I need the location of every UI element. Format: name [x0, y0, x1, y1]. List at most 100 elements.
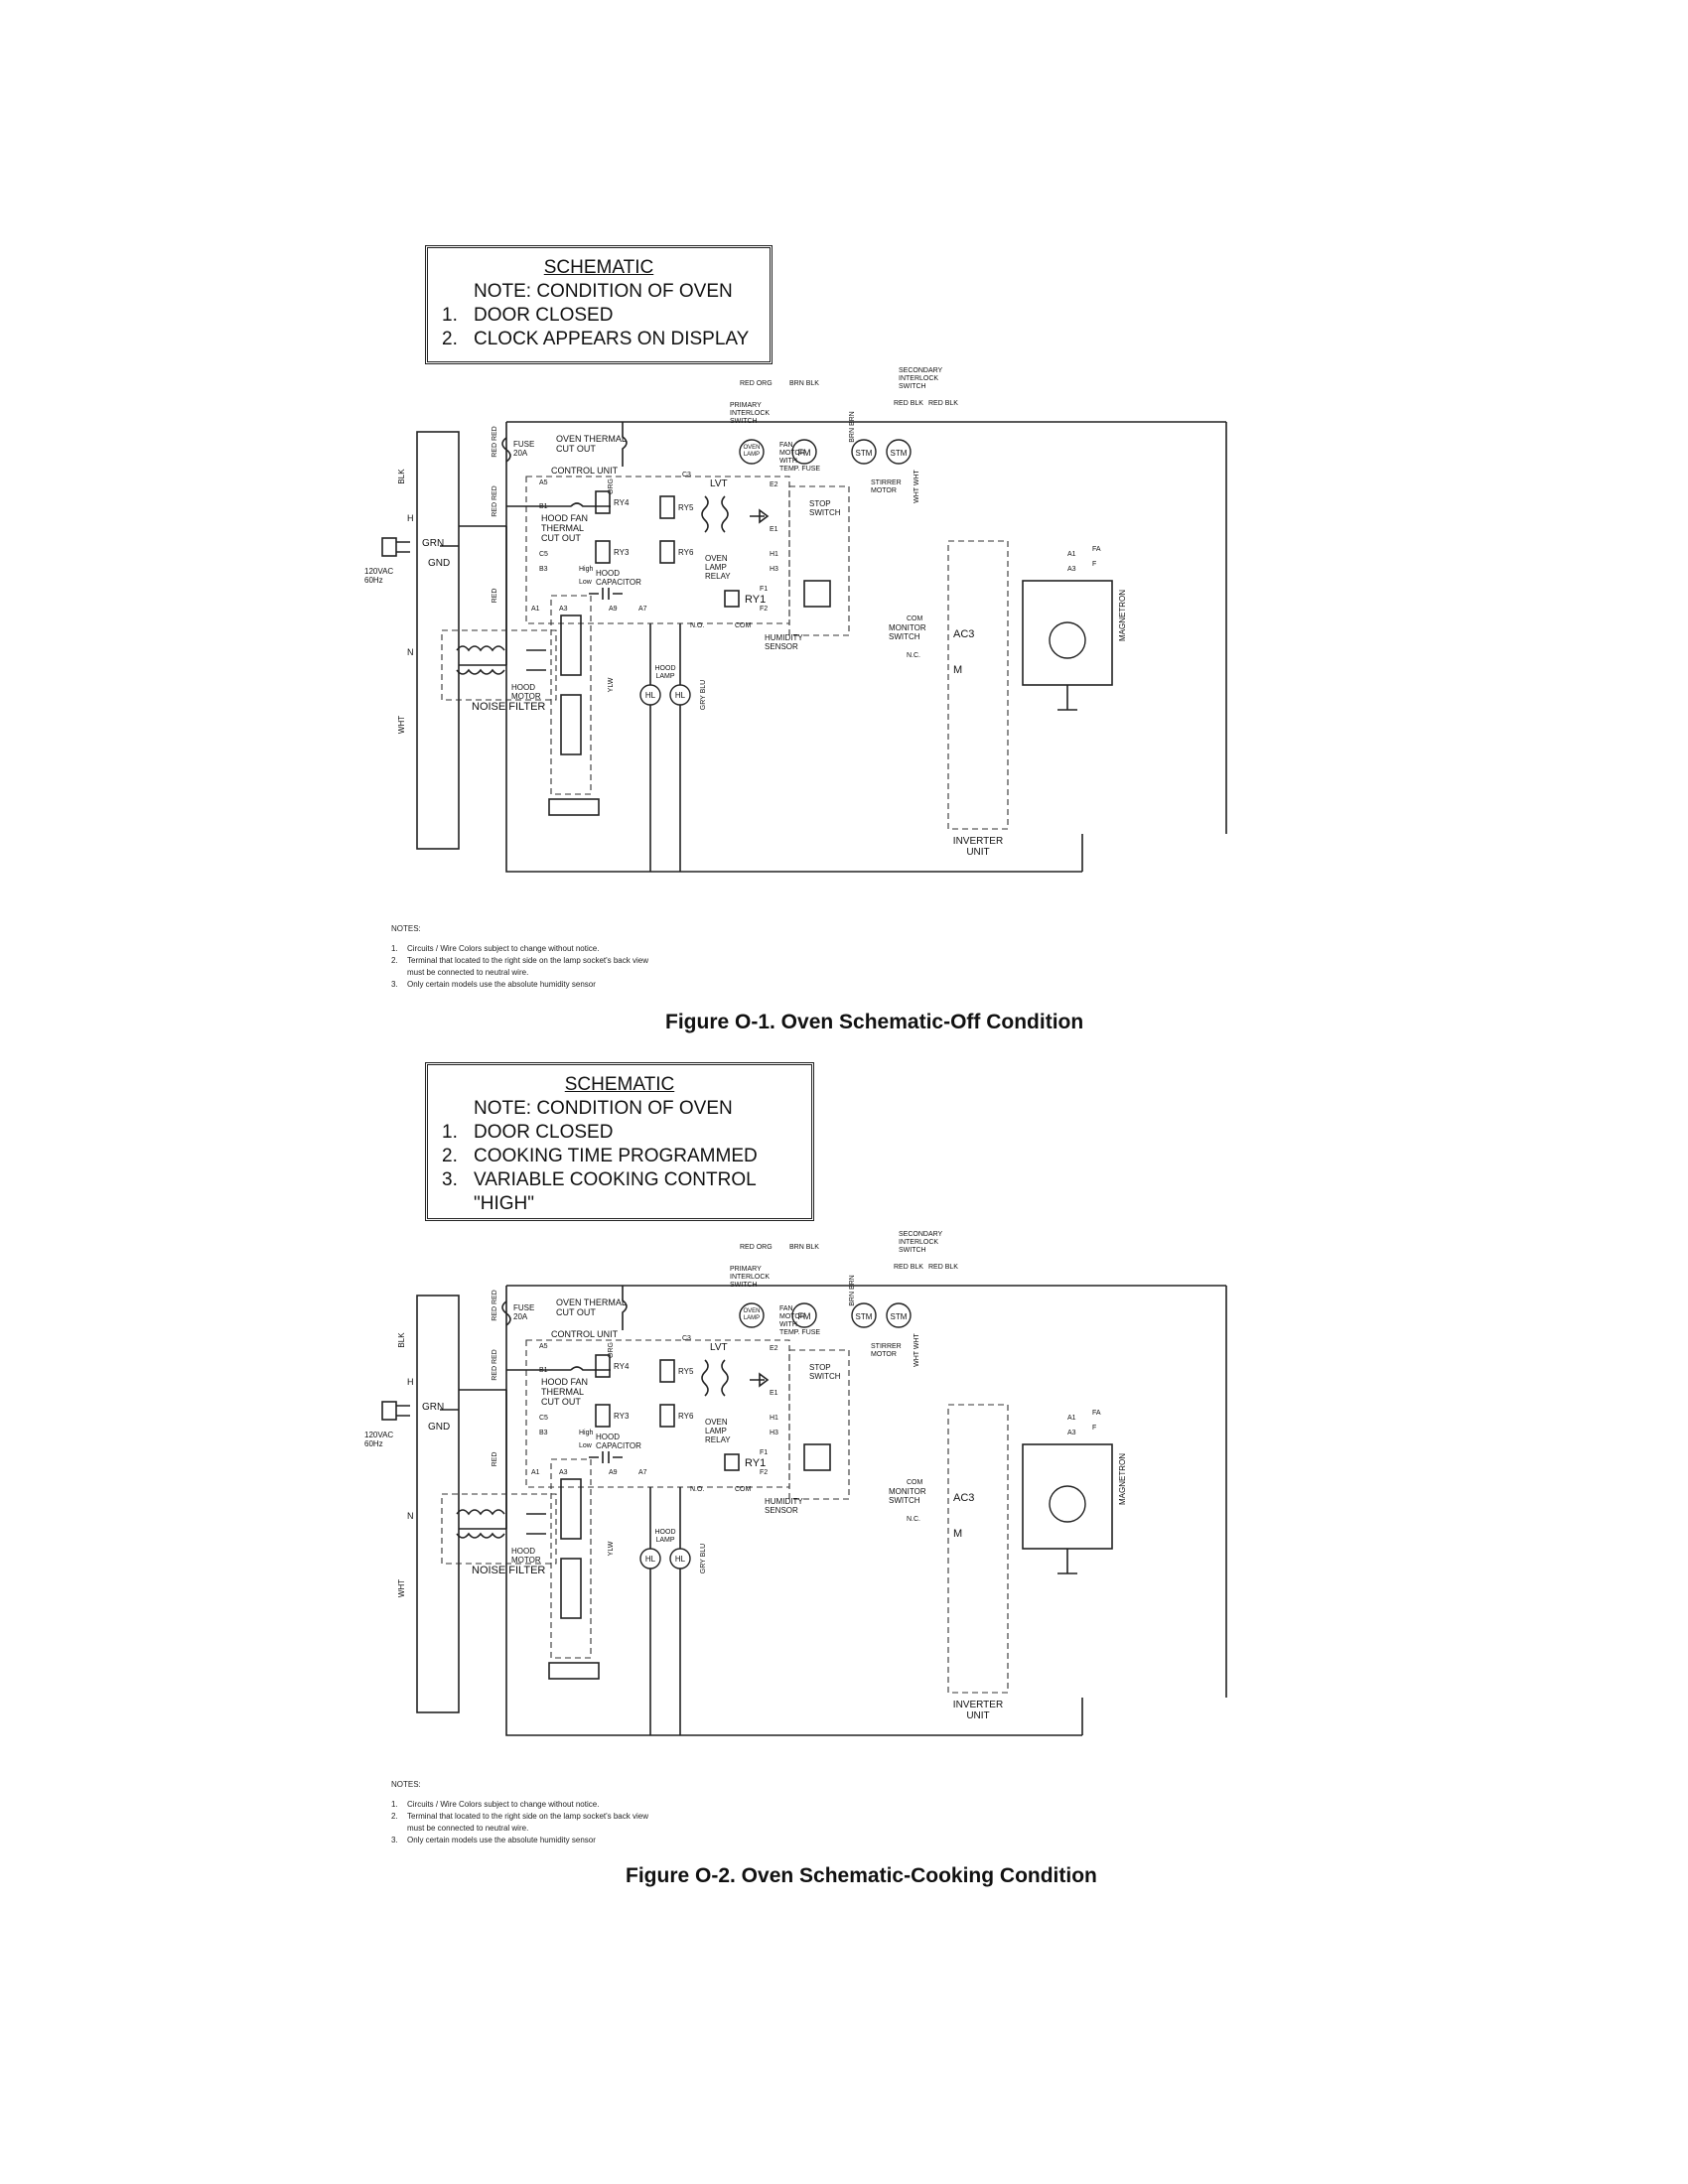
motor-winding — [560, 1478, 582, 1540]
schematic-note-box: SCHEMATIC NOTE: CONDITION OF OVEN 1.DOOR… — [425, 1062, 814, 1221]
terminal-label: F2 — [760, 1469, 768, 1476]
terminal-block — [548, 798, 600, 816]
figure-caption: Figure O-2. Oven Schematic-Cooking Condi… — [626, 1864, 1097, 1887]
hl-label: HL — [645, 691, 656, 700]
noise-filter-box — [441, 1493, 557, 1565]
terminal-label: FA — [1092, 1410, 1101, 1417]
hood-motor-label: HOOD — [511, 1547, 535, 1556]
fan-motor-label: FAN — [779, 442, 793, 449]
blk-label: BLK — [397, 469, 406, 484]
m-label: M — [953, 1528, 962, 1540]
plug-icon — [381, 1401, 397, 1421]
grn-label: GRN — [422, 538, 444, 549]
hl-label: HL — [675, 691, 686, 700]
wht-label: WHT — [397, 1579, 406, 1597]
note-item: 2.Terminal that located to the right sid… — [391, 1812, 648, 1821]
red-label: RED — [492, 589, 498, 604]
fan-motor-label: MOTOR — [779, 450, 805, 457]
m-label: M — [953, 664, 962, 676]
notes: NOTES: 1.Circuits / Wire Colors subject … — [391, 1779, 648, 1846]
inductor-symbol — [456, 1532, 505, 1539]
plug-label: 60Hz — [364, 1439, 383, 1448]
terminal-label: H1 — [770, 551, 778, 558]
fan-motor-label: TEMP. FUSE — [779, 1329, 820, 1336]
notes-heading: NOTES: — [391, 1780, 421, 1789]
note-item: 1.Circuits / Wire Colors subject to chan… — [391, 1800, 600, 1809]
hl-label: HL — [675, 1555, 686, 1564]
stm-label: STM — [856, 1312, 873, 1321]
terminal-label: A9 — [609, 606, 618, 613]
terminal-label: E1 — [770, 526, 778, 533]
no-label: N.O. — [690, 622, 704, 629]
note-item: 2.Terminal that located to the right sid… — [391, 956, 648, 965]
monitor-switch-label: MONITOR — [889, 1487, 926, 1496]
stop-switch-label: SWITCH — [809, 508, 841, 517]
wire-color-label: WHT WHT — [914, 1332, 920, 1366]
ac3-label: AC3 — [953, 1492, 974, 1504]
capacitor-symbol — [589, 588, 623, 600]
fuse-symbol — [501, 1300, 511, 1326]
wire-color-label: RED ORG — [740, 1244, 773, 1251]
gnd-label: GND — [428, 1422, 450, 1433]
secondary-interlock-label: SECONDARY — [899, 367, 943, 374]
inverter-unit-label: INVERTER — [953, 836, 1003, 847]
plug-prongs — [396, 1405, 410, 1417]
hood-motor-box — [550, 595, 592, 795]
stm-label: STM — [856, 449, 873, 458]
noise-filter-label: NOISE FILTER — [472, 701, 545, 713]
relay-coil — [595, 1354, 611, 1378]
terminal-label: C3 — [682, 1335, 691, 1342]
blk-label: BLK — [397, 1332, 406, 1348]
oven-lamp-relay-label: OVEN — [705, 554, 728, 563]
hood-lamp-label: HOOD — [655, 665, 676, 672]
notes-heading: NOTES: — [391, 924, 421, 933]
n-label: N — [407, 1511, 414, 1521]
diode-symbol — [750, 1372, 770, 1388]
wire-color-label: BRN BLK — [789, 1244, 819, 1251]
terminal-label: A3 — [559, 1469, 568, 1476]
fan-motor-icon — [791, 1302, 817, 1328]
monitor-switch-label: MONITOR — [889, 623, 926, 632]
h-label: H — [407, 513, 414, 523]
wire-color-label: RED BLK — [894, 1264, 923, 1271]
line-cord-rect — [416, 1295, 460, 1713]
fuse-label: FUSE — [513, 440, 534, 449]
magnetron-ground — [1057, 685, 1077, 711]
relay-coil — [659, 1359, 675, 1383]
fan-motor-label: WITH — [779, 1321, 797, 1328]
motor-winding — [560, 614, 582, 676]
feed-wire — [459, 525, 506, 666]
secondary-interlock-label: INTERLOCK — [899, 375, 938, 382]
oven-thermal-label: CUT OUT — [556, 444, 596, 454]
fan-motor-label: WITH — [779, 458, 797, 465]
terminal-block — [548, 1662, 600, 1680]
hood-fan-label: CUT OUT — [541, 1397, 581, 1407]
hood-motor-box — [550, 1458, 592, 1659]
oven-lamp-relay-label: OVEN — [705, 1418, 728, 1427]
terminal-label: H3 — [770, 1430, 778, 1436]
lvt-coil — [701, 495, 709, 533]
monitor-switch-label: SWITCH — [889, 632, 920, 641]
terminal-label: E2 — [770, 481, 778, 488]
terminal-label: E1 — [770, 1390, 778, 1397]
oven-lamp-label: LAMP — [744, 452, 760, 458]
fuse-label: 20A — [513, 1312, 528, 1321]
plug-label: 120VAC — [364, 1431, 393, 1439]
terminal-label: B3 — [539, 566, 548, 573]
terminal-label: C5 — [539, 1415, 548, 1422]
hood-motor-label: MOTOR — [511, 1556, 541, 1565]
hood-fan-wire — [506, 502, 611, 507]
ylw-label: YLW — [608, 677, 615, 692]
control-unit-label: CONTROL UNIT — [551, 1329, 619, 1339]
hood-lamp-label: LAMP — [655, 1537, 674, 1544]
terminal-label: A1 — [1067, 551, 1076, 558]
inductor-symbol — [456, 1509, 505, 1516]
org-label: ORG — [608, 1342, 615, 1358]
terminal-label: E2 — [770, 1345, 778, 1352]
wire-color-label: RED RED — [492, 426, 498, 458]
oven-lamp-relay-label: RELAY — [705, 572, 731, 581]
terminal-label: A5 — [539, 1343, 548, 1350]
terminal-label: A5 — [539, 479, 548, 486]
plug-label: 120VAC — [364, 567, 393, 576]
lamp-wire — [649, 623, 681, 872]
